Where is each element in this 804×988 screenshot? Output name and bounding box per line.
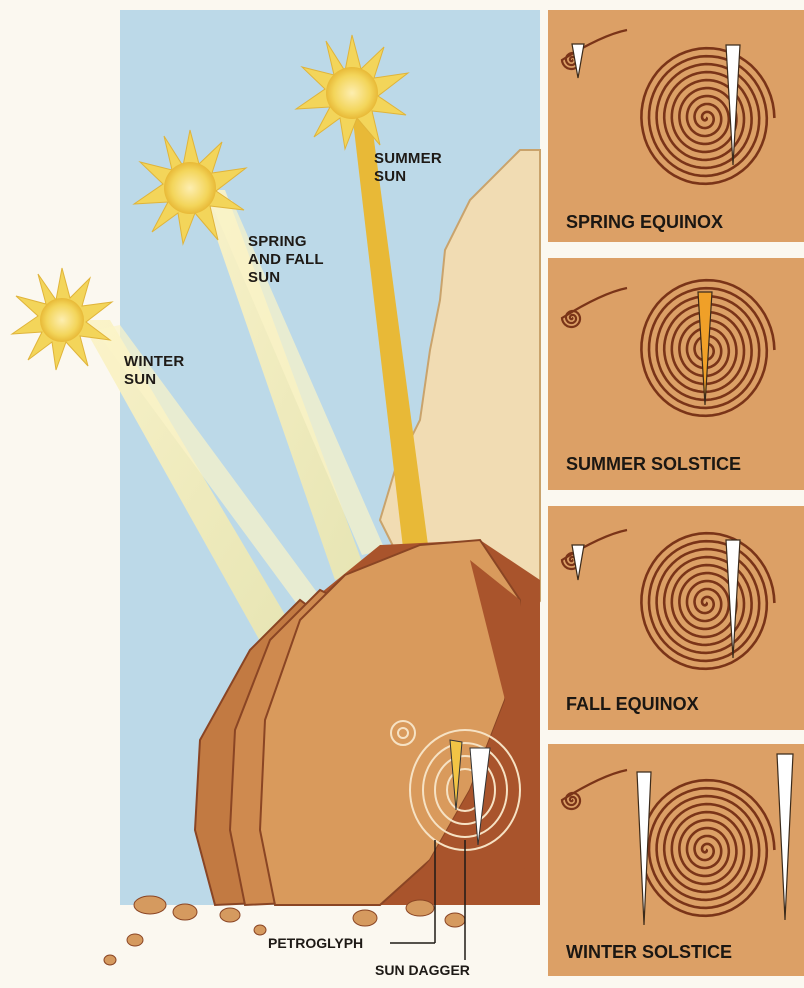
petroglyph-label: PETROGLYPH bbox=[268, 935, 363, 951]
winter-sun-label-line1: WINTER bbox=[124, 353, 184, 370]
rubble bbox=[104, 896, 465, 965]
winter-sun-label-line2: SUN bbox=[124, 371, 156, 388]
panel-label-spring-equinox: SPRING EQUINOX bbox=[566, 212, 723, 232]
sun-dagger-label: SUN DAGGER bbox=[375, 962, 470, 978]
spring-fall-sun-label-line3: SUN bbox=[248, 269, 280, 286]
summer-sun-label-line1: SUMMER bbox=[374, 150, 442, 167]
winter-sun bbox=[12, 268, 112, 370]
panel-label-summer-solstice: SUMMER SOLSTICE bbox=[566, 454, 741, 474]
panel-label-fall-equinox: FALL EQUINOX bbox=[566, 694, 699, 714]
spring-fall-sun-label-line1: SPRING bbox=[248, 233, 307, 250]
spring-fall-sun-label-line2: AND FALL bbox=[248, 251, 324, 268]
summer-sun-label-line2: SUN bbox=[374, 168, 406, 185]
panel-label-winter-solstice: WINTER SOLSTICE bbox=[566, 942, 732, 962]
